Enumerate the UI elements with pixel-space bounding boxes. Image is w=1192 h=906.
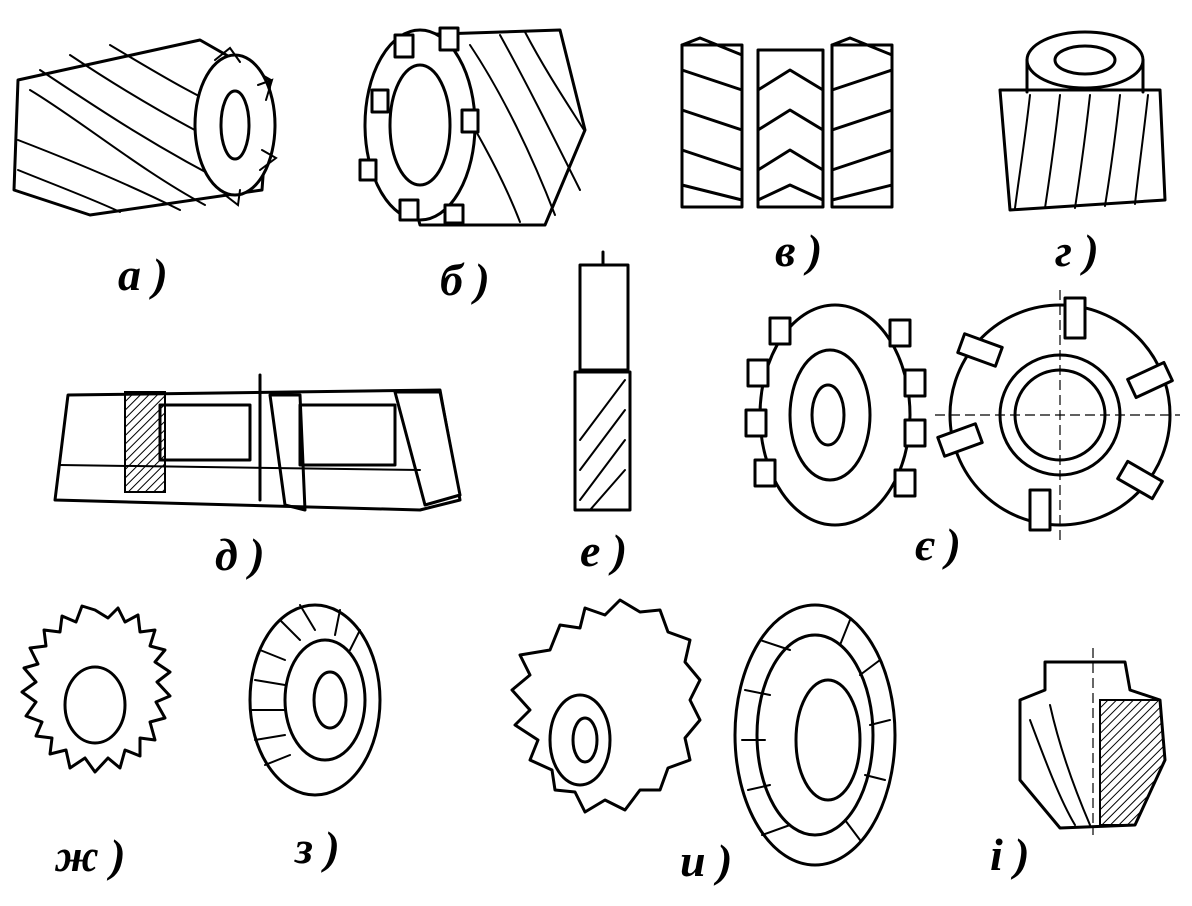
cutter-zh-saw-blade bbox=[20, 604, 172, 774]
cutter-g-shell-end-mill bbox=[998, 30, 1167, 212]
cutter-z-angle-cutter bbox=[248, 603, 382, 797]
cutter-v-interlocking-set bbox=[680, 36, 894, 209]
cutter-ye-disc-cutters bbox=[744, 290, 1180, 540]
label-ye: є ) bbox=[915, 519, 961, 570]
label-zh: ж ) bbox=[55, 830, 126, 881]
label-y: и ) bbox=[680, 835, 733, 886]
label-v: в ) bbox=[775, 225, 823, 276]
label-g: г ) bbox=[1055, 225, 1099, 276]
cutter-i-form-end-mill bbox=[1018, 648, 1167, 835]
cutter-d-disc-section bbox=[53, 373, 462, 512]
cutter-e-end-mill-shank bbox=[573, 250, 632, 512]
label-d: д ) bbox=[215, 529, 265, 580]
cutter-a-cylindrical-helical bbox=[12, 38, 278, 217]
label-z: з ) bbox=[295, 822, 340, 873]
label-i: і ) bbox=[990, 829, 1030, 880]
label-b: б ) bbox=[440, 254, 490, 305]
cutter-b-inserted-blades bbox=[358, 26, 587, 227]
label-a: а ) bbox=[118, 249, 168, 300]
cutter-y-form-cutters bbox=[510, 598, 897, 867]
label-e: е ) bbox=[580, 525, 628, 576]
